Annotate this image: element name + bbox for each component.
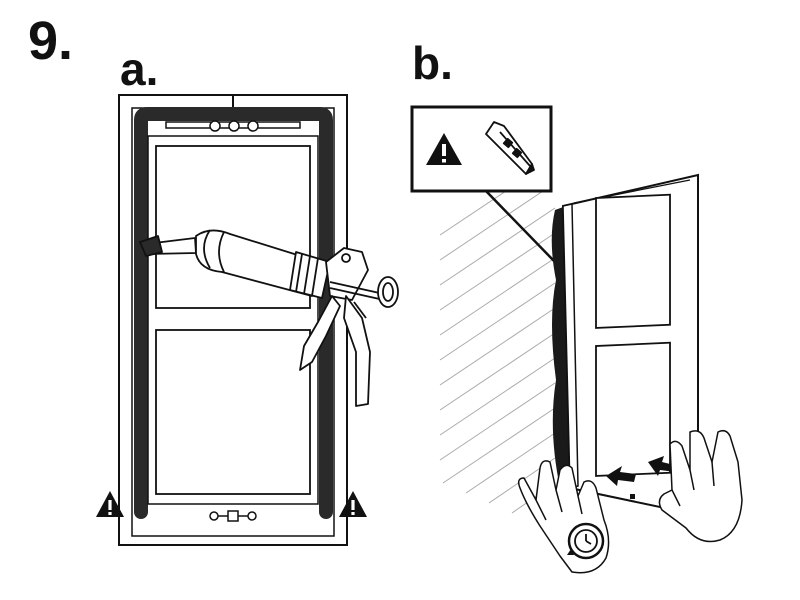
warning-icon bbox=[426, 133, 462, 165]
panel-a-illustration bbox=[96, 94, 399, 546]
step-number: 9. bbox=[28, 11, 74, 71]
screw-hole bbox=[228, 120, 240, 132]
screw-hole bbox=[247, 120, 259, 132]
wall-hatching bbox=[439, 174, 556, 514]
panel-module-top bbox=[595, 193, 671, 329]
sealant-bead bbox=[134, 107, 333, 519]
panel-b-illustration bbox=[410, 105, 743, 574]
clock-icon bbox=[567, 522, 605, 560]
warning-icon bbox=[339, 491, 367, 517]
intercom-panel bbox=[561, 173, 699, 517]
screw-hole bbox=[209, 120, 221, 132]
callout-box bbox=[410, 105, 553, 193]
panel-a-label: a. bbox=[120, 43, 159, 95]
bottom-connector bbox=[209, 510, 257, 522]
utility-knife-icon bbox=[485, 121, 535, 175]
panel-b-label: b. bbox=[412, 37, 453, 89]
warning-icon bbox=[96, 491, 124, 517]
module-opening-bottom bbox=[155, 329, 311, 495]
caulking-gun-icon bbox=[139, 229, 399, 407]
hand-right bbox=[658, 429, 743, 543]
panel-module-bottom bbox=[595, 341, 671, 477]
